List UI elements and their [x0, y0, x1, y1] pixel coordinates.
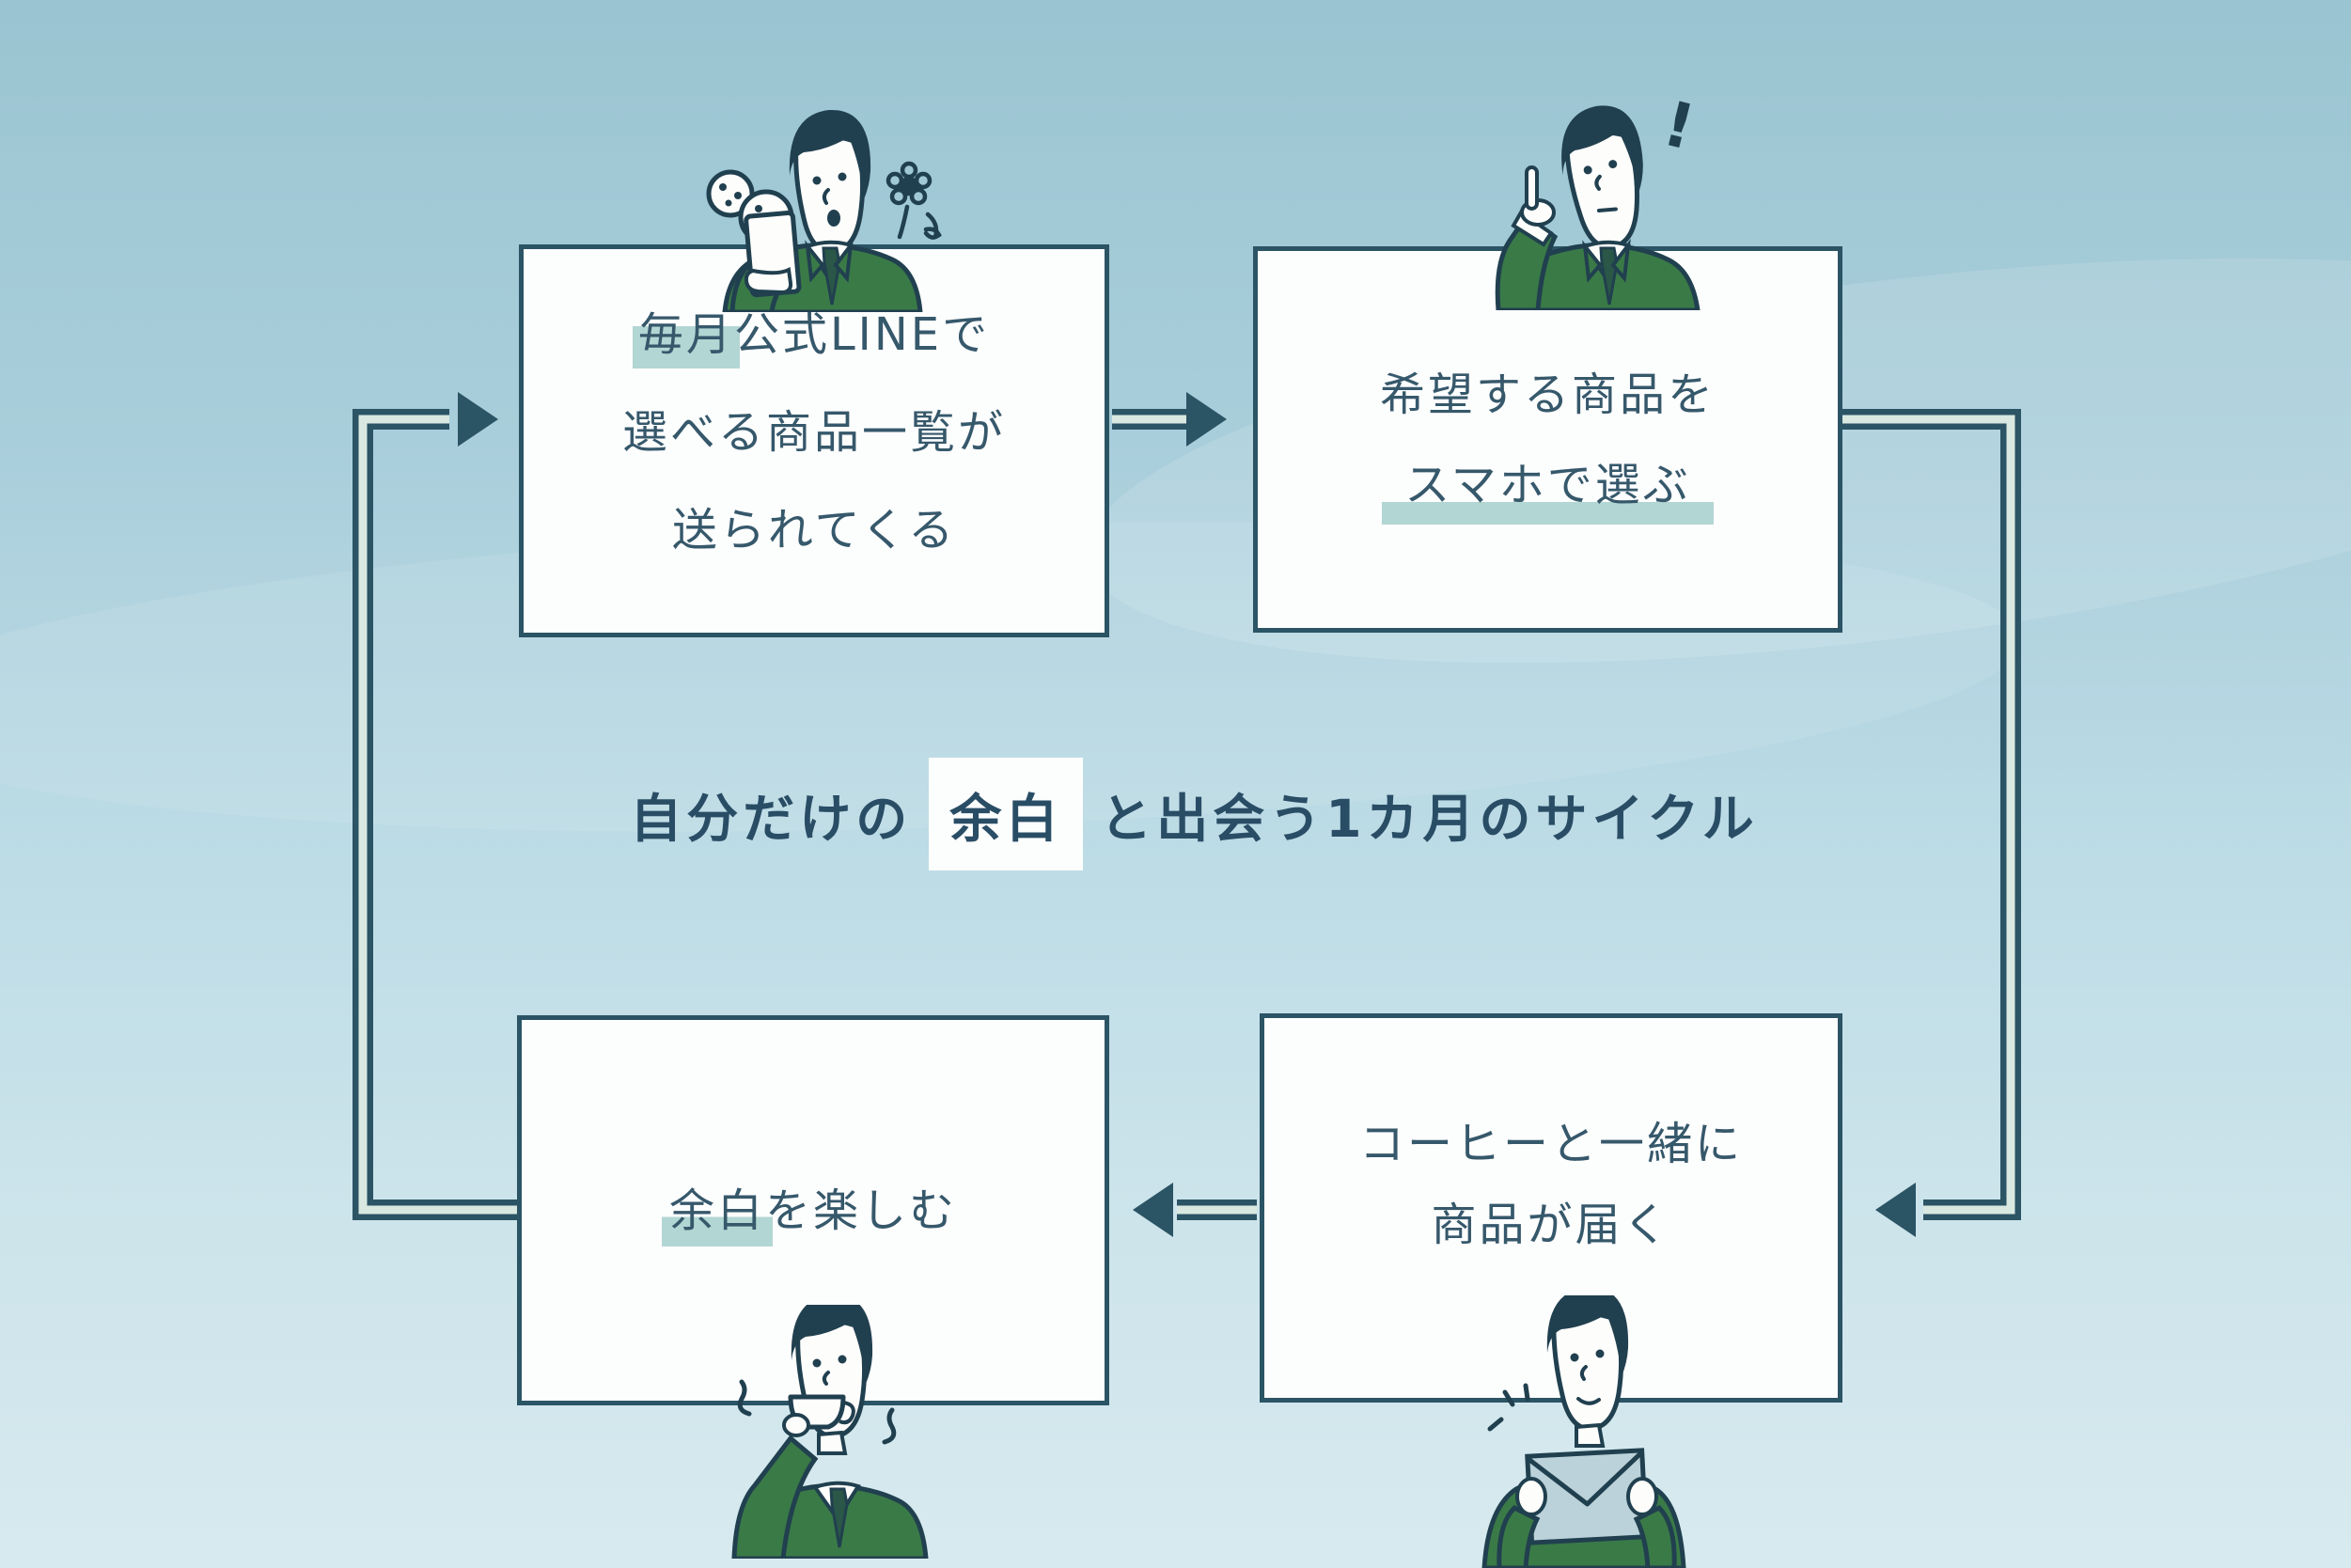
hand — [744, 266, 793, 295]
title-highlight-box: 余白 — [929, 758, 1084, 870]
face-features — [812, 172, 847, 227]
arm-sleeve — [731, 1435, 819, 1559]
highlighted-text: 毎月 — [632, 306, 740, 368]
envelope-flap — [1526, 1450, 1644, 1507]
lapel — [833, 239, 854, 283]
tie — [1599, 246, 1619, 306]
lapel — [1582, 240, 1603, 283]
neck — [1575, 1422, 1606, 1448]
neck — [817, 1430, 848, 1455]
highlighted-text: スマホで選ぶ — [1382, 458, 1714, 525]
step-1-line-2: 選べる商品一覧が — [621, 406, 1006, 459]
highlighted-text: 余白 — [661, 1184, 773, 1247]
hair — [789, 109, 871, 199]
arrowhead-right-icon — [1186, 392, 1227, 447]
step-1-line-1: 毎月公式LINEで — [632, 286, 990, 384]
hand — [1626, 1477, 1658, 1516]
page-title: 自分だけの 余白 と出会う1カ月のサイクル — [38, 758, 2351, 870]
arrow-left-rail-gap — [358, 415, 517, 1215]
face-features — [812, 1355, 847, 1386]
hand — [1515, 1477, 1547, 1516]
step-4-line-1: 余白を楽しむ — [661, 1162, 957, 1260]
arrowhead-into-step3-icon — [1875, 1183, 1916, 1237]
face — [1551, 1310, 1624, 1432]
step-2-line-1: 希望する商品を — [1379, 368, 1716, 421]
tie — [829, 1487, 849, 1548]
step-2-line-2: スマホで選ぶ — [1382, 440, 1714, 530]
man-with-phone-illustration — [706, 109, 942, 312]
tie — [822, 246, 841, 306]
face-features — [1570, 1349, 1605, 1405]
face-features — [1583, 160, 1618, 213]
step-2-box: 希望する商品を スマホで選ぶ — [1253, 246, 1842, 633]
sparkle-icon — [1487, 1383, 1530, 1432]
lapel — [805, 240, 825, 283]
step-3-line-2: 商品が届く — [1431, 1199, 1671, 1251]
hair — [1561, 105, 1643, 193]
pointing-finger — [1525, 165, 1539, 211]
face — [793, 133, 866, 255]
hair — [1546, 1295, 1629, 1376]
man-drinking-coffee-illustration — [731, 1305, 929, 1559]
arrowhead-left-icon — [1133, 1183, 1173, 1237]
man-with-envelope-illustration — [1481, 1295, 1686, 1568]
step-3-line-1: コーヒーと一緒に — [1358, 1118, 1743, 1170]
title-pre: 自分だけの — [630, 789, 913, 849]
lapel — [1610, 239, 1631, 283]
flowers-icon — [886, 161, 942, 240]
arrowhead-into-step1-icon — [458, 392, 498, 447]
hand — [782, 1413, 810, 1437]
arrow-right-rail-gap — [1842, 415, 2015, 1215]
man-pointing-illustration: ! — [1495, 87, 1701, 310]
exclamation-mark: ! — [1656, 87, 1701, 165]
hair — [791, 1305, 873, 1384]
title-post: と出会う1カ月のサイクル — [1100, 789, 1759, 849]
step-1-line-3: 送られてくる — [671, 504, 957, 557]
steam-icon — [737, 1379, 897, 1445]
